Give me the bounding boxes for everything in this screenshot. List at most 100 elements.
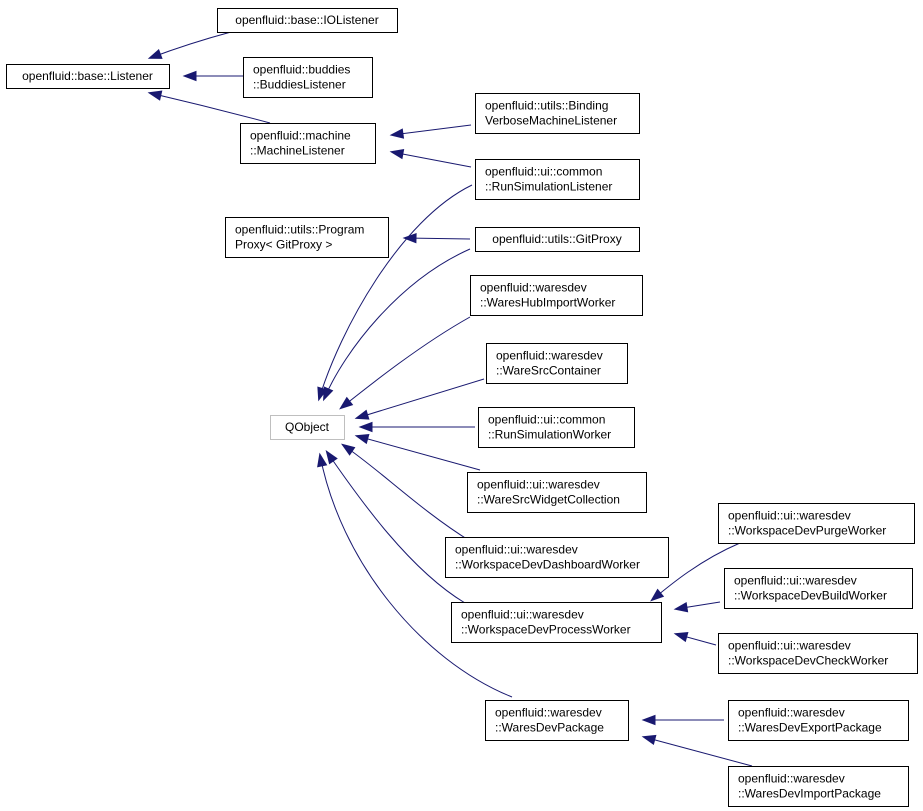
class-box — [718, 633, 918, 674]
edge-base_iolistener-to-base_listener — [147, 31, 232, 59]
class-name-line: openfluid::ui::common — [488, 413, 605, 427]
class-name-line: ::WorkspaceDevPurgeWorker — [728, 524, 886, 538]
class-box — [728, 700, 909, 741]
class-node-git-proxy[interactable]: openfluid::utils::GitProxy — [475, 227, 640, 252]
class-name-line: openfluid::machine — [250, 129, 351, 143]
class-node-build-worker[interactable]: openfluid::ui::waresdev::WorkspaceDevBui… — [724, 568, 913, 609]
class-name-line: QObject — [285, 420, 330, 434]
class-box — [475, 159, 640, 200]
edge-git_proxy-to-program_proxy — [402, 232, 471, 244]
class-node-base-listener[interactable]: openfluid::base::Listener — [6, 64, 170, 89]
inheritance-arrowhead — [323, 386, 334, 402]
class-name-line: openfluid::utils::Binding — [485, 99, 608, 113]
edge-run_sim_worker-to-ext_qobject — [358, 421, 475, 433]
class-node-ext-qobject[interactable]: QObject — [270, 415, 345, 440]
inheritance-arrowhead — [317, 452, 328, 468]
class-name-line: openfluid::utils::Program — [235, 223, 364, 237]
inheritance-arrowhead — [147, 49, 163, 59]
class-name-line: openfluid::ui::waresdev — [728, 639, 851, 653]
class-node-binding-listener[interactable]: openfluid::utils::BindingVerboseMachineL… — [475, 93, 640, 134]
class-node-check-worker[interactable]: openfluid::ui::waresdev::WorkspaceDevChe… — [718, 633, 918, 674]
inheritance-arrowhead — [402, 232, 417, 244]
class-name-line: ::WorkspaceDevCheckWorker — [728, 654, 888, 668]
edge-ware_src_widget_collection-to-ext_qobject — [354, 434, 481, 471]
edge-hub_import_worker-to-ext_qobject — [339, 316, 471, 410]
edge-ware_src_container-to-ext_qobject — [354, 378, 485, 420]
class-name-line: openfluid::waresdev — [480, 281, 587, 295]
class-name-line: VerboseMachineListener — [485, 114, 617, 128]
inheritance-arrowhead — [673, 602, 689, 613]
edge-build_worker-to-process_worker — [673, 601, 721, 613]
class-name-line: openfluid::ui::waresdev — [461, 608, 584, 622]
class-node-purge-worker[interactable]: openfluid::ui::waresdev::WorkspaceDevPur… — [718, 503, 915, 544]
class-box — [225, 217, 389, 258]
class-node-ware-src-widget-collection[interactable]: openfluid::ui::waresdev::WareSrcWidgetCo… — [467, 472, 647, 513]
class-node-base-iolistener[interactable]: openfluid::base::IOListener — [217, 8, 398, 33]
class-box — [270, 415, 345, 440]
inheritance-arrowhead — [182, 70, 197, 82]
class-node-run-sim-worker[interactable]: openfluid::ui::common::RunSimulationWork… — [478, 407, 635, 448]
edge-run_sim_listener-to-machine_listener — [389, 148, 472, 168]
edge-line — [326, 451, 466, 604]
edge-line — [318, 184, 473, 400]
class-box — [475, 227, 640, 252]
edge-dev_package-to-ext_qobject — [317, 452, 513, 698]
class-name-line: openfluid::waresdev — [495, 706, 602, 720]
edge-line — [391, 151, 472, 168]
class-name-line: openfluid::buddies — [253, 63, 350, 77]
class-box — [243, 57, 373, 98]
inheritance-arrowhead — [389, 128, 405, 139]
edge-line — [356, 378, 485, 419]
class-name-line: ::WaresHubImportWorker — [480, 296, 615, 310]
class-node-buddies-listener[interactable]: openfluid::buddies::BuddiesListener — [243, 57, 373, 98]
class-node-process-worker[interactable]: openfluid::ui::waresdev::WorkspaceDevPro… — [451, 602, 662, 643]
class-box — [728, 766, 909, 807]
class-name-line: ::WorkspaceDevProcessWorker — [461, 623, 631, 637]
inheritance-arrowhead — [641, 714, 656, 726]
class-name-line: openfluid::ui::waresdev — [734, 574, 857, 588]
inheritance-arrowhead — [354, 409, 370, 420]
class-box — [475, 93, 640, 134]
class-box — [467, 472, 647, 513]
class-box — [486, 343, 628, 384]
class-node-export-package[interactable]: openfluid::waresdev::WaresDevExportPacka… — [728, 700, 909, 741]
class-node-ware-src-container[interactable]: openfluid::waresdev::WareSrcContainer — [486, 343, 628, 384]
class-node-run-sim-listener[interactable]: openfluid::ui::common::RunSimulationList… — [475, 159, 640, 200]
class-node-import-package[interactable]: openfluid::waresdev::WaresDevImportPacka… — [728, 766, 909, 807]
inheritance-arrowhead — [354, 434, 370, 445]
class-name-line: openfluid::waresdev — [496, 349, 603, 363]
inheritance-arrowhead — [641, 734, 657, 746]
class-box — [217, 8, 398, 33]
class-name-line: openfluid::waresdev — [738, 706, 845, 720]
inheritance-edges — [147, 31, 753, 767]
class-box — [6, 64, 170, 89]
edge-line — [319, 454, 513, 698]
class-node-dev-package[interactable]: openfluid::waresdev::WaresDevPackage — [485, 700, 629, 741]
class-box — [724, 568, 913, 609]
class-name-line: ::WaresDevExportPackage — [738, 721, 882, 735]
edge-line — [149, 92, 271, 124]
class-name-line: openfluid::ui::waresdev — [728, 509, 851, 523]
class-name-line: ::BuddiesListener — [253, 78, 346, 92]
edge-machine_listener-to-base_listener — [147, 90, 271, 124]
edge-line — [340, 316, 471, 409]
class-node-machine-listener[interactable]: openfluid::machine::MachineListener — [240, 123, 376, 164]
class-name-line: ::WorkspaceDevDashboardWorker — [455, 558, 640, 572]
edge-line — [323, 248, 471, 400]
edge-line — [342, 444, 471, 542]
class-name-line: Proxy< GitProxy > — [235, 238, 332, 252]
class-name-line: openfluid::base::IOListener — [235, 13, 378, 27]
class-name-line: ::MachineListener — [250, 144, 345, 158]
class-name-line: ::WareSrcWidgetCollection — [477, 493, 620, 507]
class-name-line: openfluid::utils::GitProxy — [492, 232, 621, 246]
class-node-hub-import-worker[interactable]: openfluid::waresdev::WaresHubImportWorke… — [470, 275, 643, 316]
edge-purge_worker-to-process_worker — [650, 542, 741, 602]
edge-line — [643, 736, 753, 767]
edge-export_package-to-dev_package — [641, 714, 724, 726]
class-node-dashboard-worker[interactable]: openfluid::ui::waresdev::WorkspaceDevDas… — [445, 537, 669, 578]
class-box — [451, 602, 662, 643]
edge-line — [356, 435, 481, 471]
inheritance-arrowhead — [673, 632, 689, 643]
